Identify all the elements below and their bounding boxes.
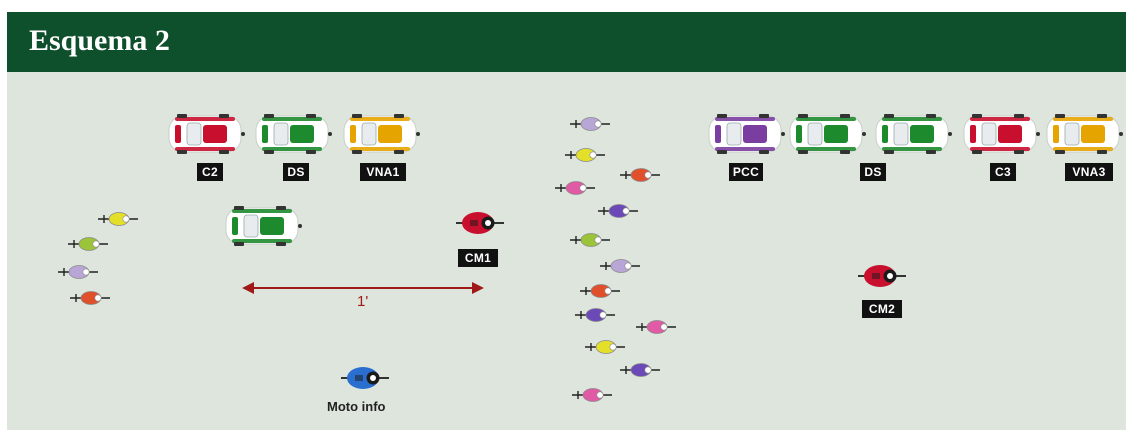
label-ds-left: DS bbox=[283, 163, 309, 181]
car-ds-right-2 bbox=[875, 114, 952, 154]
label-vna3: VNA3 bbox=[1065, 163, 1113, 181]
moto-cm2 bbox=[858, 265, 906, 287]
cyclist bbox=[58, 265, 98, 279]
cyclist bbox=[98, 212, 138, 226]
cyclist bbox=[580, 284, 620, 298]
cyclist bbox=[636, 320, 676, 334]
label-cm1: CM1 bbox=[458, 249, 498, 267]
diagram-title: Esquema 2 bbox=[29, 24, 170, 57]
moto-info bbox=[341, 367, 389, 389]
cyclist bbox=[620, 363, 660, 377]
car-c2 bbox=[168, 114, 245, 154]
moto-cm1 bbox=[456, 212, 504, 234]
cyclist bbox=[70, 291, 110, 305]
time-gap-arrow bbox=[242, 282, 484, 294]
label-c2: C2 bbox=[197, 163, 223, 181]
moto-info-label: Moto info bbox=[327, 399, 386, 414]
car-c3 bbox=[963, 114, 1040, 154]
label-c3: C3 bbox=[990, 163, 1016, 181]
cyclist bbox=[565, 148, 605, 162]
cyclist bbox=[68, 237, 108, 251]
car-pcc bbox=[708, 114, 785, 154]
time-gap-label: 1' bbox=[357, 293, 369, 310]
car-ds-right-1 bbox=[789, 114, 866, 154]
header-bar: Esquema 2 bbox=[7, 12, 1126, 72]
car-ds-left bbox=[255, 114, 332, 154]
label-pcc: PCC bbox=[729, 163, 763, 181]
cyclist bbox=[585, 340, 625, 354]
cyclist bbox=[572, 388, 612, 402]
cyclist bbox=[600, 259, 640, 273]
label-cm2: CM2 bbox=[862, 300, 902, 318]
diagram-frame: Esquema 2 bbox=[7, 12, 1126, 430]
cyclist bbox=[598, 204, 638, 218]
label-ds-right: DS bbox=[860, 163, 886, 181]
car-vna3 bbox=[1046, 114, 1123, 154]
car-vna1 bbox=[343, 114, 420, 154]
cyclist bbox=[620, 168, 660, 182]
cyclist bbox=[570, 117, 610, 131]
cyclist bbox=[570, 233, 610, 247]
cyclist bbox=[575, 308, 615, 322]
cyclist bbox=[555, 181, 595, 195]
car-follow bbox=[225, 206, 302, 246]
label-vna1: VNA1 bbox=[360, 163, 406, 181]
